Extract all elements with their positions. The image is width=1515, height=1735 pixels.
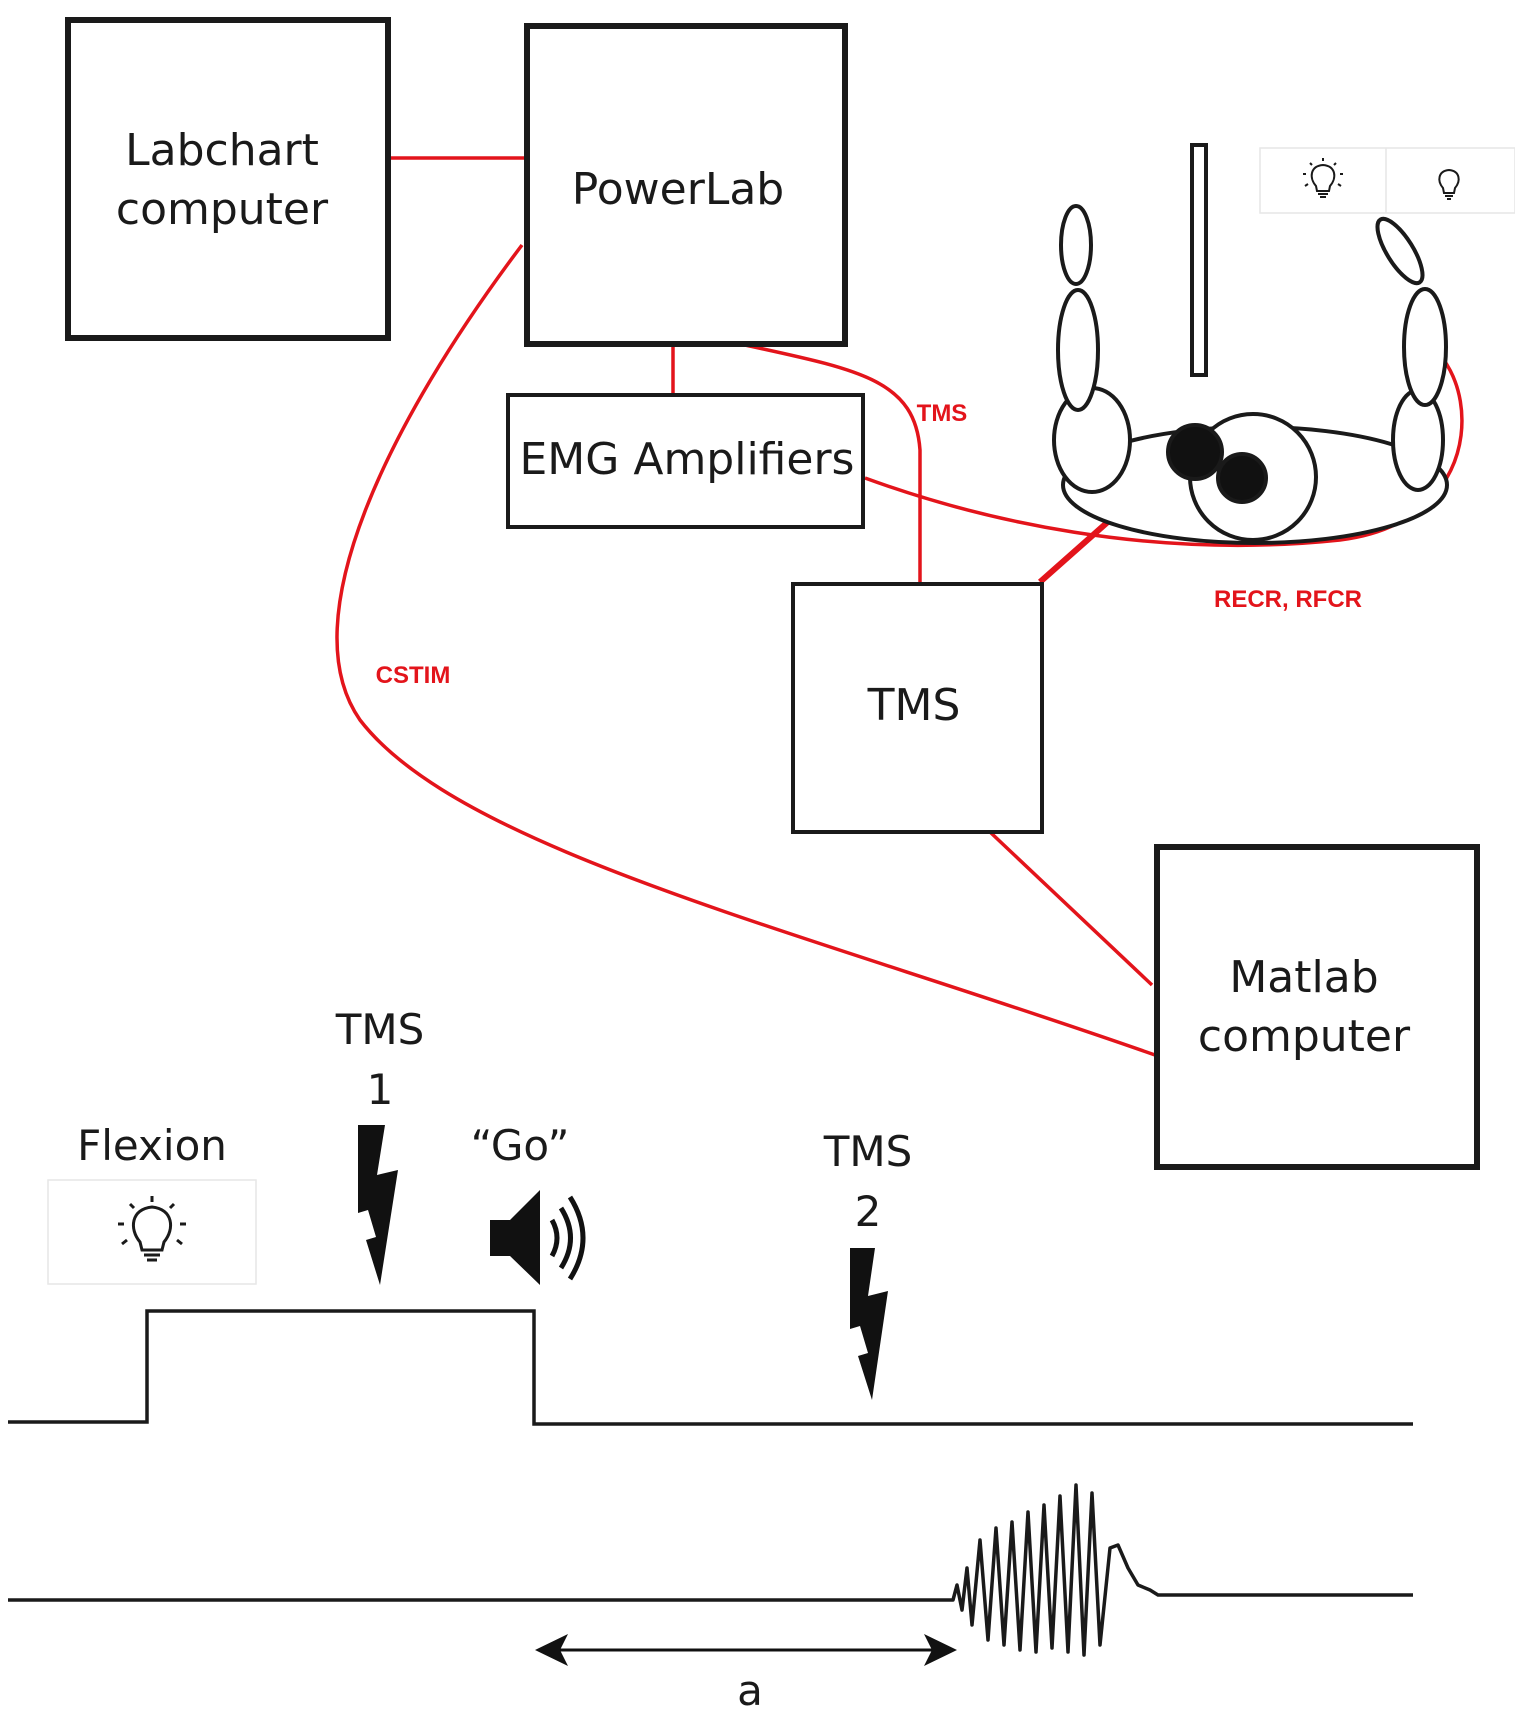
tms-coil-contact-2 <box>1216 452 1268 504</box>
tms1-label-line1: TMS <box>335 1005 425 1054</box>
emg-trace <box>8 1483 1413 1657</box>
interval-arrow <box>535 1634 957 1666</box>
left-hand <box>1059 204 1093 286</box>
matlab-computer-box: Matlab computer <box>1154 844 1480 1170</box>
flexion-label: Flexion <box>77 1121 227 1170</box>
subject-top-view <box>1052 143 1449 545</box>
screen-divider <box>1190 143 1208 377</box>
tms-coil-contact <box>1166 423 1224 481</box>
emg-electrode-link <box>864 333 1464 548</box>
right-upper-arm <box>1391 388 1445 492</box>
tms2-label-line2: 2 <box>855 1187 882 1236</box>
powerlab-matlab-cstim-link <box>335 243 1156 1057</box>
left-upper-arm <box>1052 386 1132 494</box>
labchart-computer-box: Labchart computer <box>65 17 391 341</box>
lightbulb-off-icon <box>1438 168 1460 200</box>
tms2-lightning-icon <box>850 1248 888 1400</box>
tms-matlab-link <box>988 830 1154 987</box>
tms-connection-label: TMS <box>917 400 968 427</box>
powerlab-box: PowerLab <box>524 23 848 347</box>
interval-label: a <box>737 1666 763 1715</box>
labchart-label-line2: computer <box>116 184 329 235</box>
timeline: Flexion TMS 1 “Go” <box>8 1005 1413 1715</box>
powerlab-tms-link <box>744 343 922 582</box>
right-forearm <box>1402 287 1448 407</box>
flexion-cue-panel <box>47 1179 257 1285</box>
lightbulb-on-icon <box>1303 158 1343 198</box>
speaker-icon <box>490 1190 586 1285</box>
tms1-lightning-icon <box>358 1125 398 1285</box>
emg-label: EMG Amplifiers <box>520 434 855 485</box>
tms-box-label: TMS <box>867 680 961 731</box>
left-forearm <box>1056 288 1100 412</box>
right-hand <box>1375 216 1425 286</box>
powerlab-label: PowerLab <box>572 164 784 215</box>
cue-trace <box>8 1309 1413 1426</box>
labchart-label-line1: Labchart <box>125 125 319 176</box>
lightbulb-on-icon <box>118 1196 186 1262</box>
light-indicator-panel <box>1259 147 1515 214</box>
cstim-label: CSTIM <box>376 662 451 689</box>
matlab-label-line2: computer <box>1198 1011 1411 1062</box>
matlab-label-line1: Matlab <box>1229 952 1378 1003</box>
tms1-label-line2: 1 <box>367 1065 394 1114</box>
emg-amplifiers-box: EMG Amplifiers <box>506 393 865 529</box>
tms2-label-line1: TMS <box>823 1127 913 1176</box>
tms-box: TMS <box>791 582 1044 834</box>
go-label: “Go” <box>471 1121 570 1170</box>
recr-rfcr-label: RECR, RFCR <box>1214 586 1362 613</box>
